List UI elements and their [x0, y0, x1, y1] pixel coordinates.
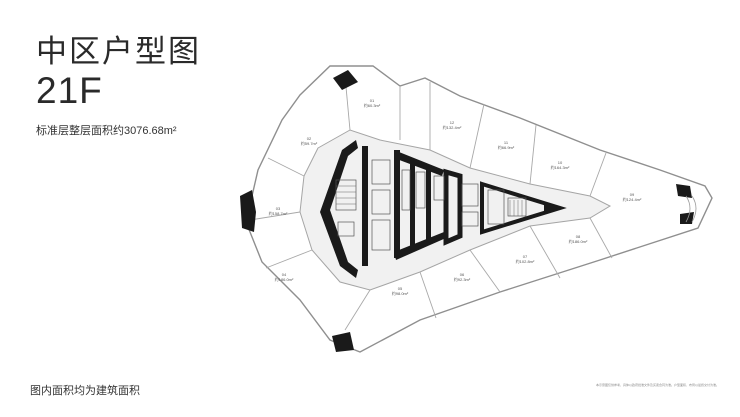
svg-text:约186.0m²: 约186.0m² [569, 238, 588, 244]
corner-columns [240, 70, 694, 352]
floor-number: 21F [36, 70, 103, 111]
disclaimer-text: 本示意图仅供参考，具体以政府批准文件及买卖合同为准。户型面积、布局以最终交付为准… [596, 383, 720, 387]
unit-label-03: 03 [276, 206, 281, 211]
stair-hatching [336, 185, 523, 216]
svg-text:约124.4m²: 约124.4m² [623, 196, 642, 202]
svg-text:约102.8m²: 约102.8m² [516, 258, 535, 264]
unit-label-08: 08 [576, 234, 581, 239]
svg-text:约132.4m²: 约132.4m² [443, 124, 462, 130]
unit-label-05: 05 [398, 286, 403, 291]
floor-area-text: 标准层整层面积约3076.68m² [36, 125, 177, 137]
core-walls [320, 140, 567, 278]
svg-text:约60.3m²: 约60.3m² [364, 102, 381, 108]
unit-label-07: 07 [523, 254, 528, 259]
unit-label-04: 04 [282, 272, 287, 277]
unit-partitions [249, 75, 613, 331]
svg-text:约66.9m²: 约66.9m² [498, 144, 515, 150]
unit-label-10: 10 [558, 160, 563, 165]
balcony-arcs [685, 195, 697, 223]
unit-label-02: 02 [307, 136, 312, 141]
page-title: 中区户型图 [36, 34, 201, 69]
unit-label-06: 06 [460, 272, 465, 277]
svg-text:约164.3m²: 约164.3m² [551, 164, 570, 170]
svg-text:约92.3m²: 约92.3m² [454, 276, 471, 282]
unit-label-09: 09 [630, 192, 635, 197]
unit-label-01: 01 [370, 98, 375, 103]
unit-label-11: 11 [504, 140, 509, 145]
svg-text:约186.0m²: 约186.0m² [275, 276, 294, 282]
area-footnote: 图内面积均为建筑面积 [30, 385, 140, 397]
svg-text:约59.7m²: 约59.7m² [301, 140, 318, 146]
svg-text:约98.0m²: 约98.0m² [392, 290, 409, 296]
unit-label-12: 12 [450, 120, 455, 125]
core-rooms [335, 159, 527, 251]
svg-text:约158.7m²: 约158.7m² [269, 210, 288, 216]
